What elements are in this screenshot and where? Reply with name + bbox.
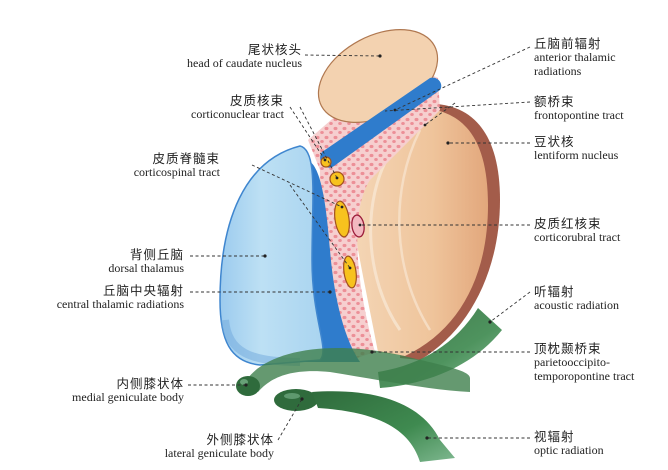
dorsal-thalamus [219, 145, 324, 366]
corticospinal-tract-lower [343, 255, 357, 289]
label-corticorubral: 皮质红核束 corticorubral tract [534, 216, 621, 245]
label-zh: 尾状核头 [247, 42, 302, 57]
label-zh: 背侧丘脑 [129, 247, 184, 262]
label-en: lateral geniculate body [164, 446, 274, 461]
label-zh: 皮质红核束 [534, 216, 602, 231]
label-zh: 皮质核束 [229, 93, 284, 108]
label-parietooccipito: 顶枕颞桥束 parietooccipito- temporopontine tr… [534, 341, 635, 384]
label-en: head of caudate nucleus [187, 56, 302, 71]
label-en: medial geniculate body [72, 390, 184, 405]
label-lentiform: 豆状核 lentiform nucleus [534, 134, 619, 163]
internal-capsule [308, 60, 440, 362]
label-corticonuclear: 皮质核束 corticonuclear tract [191, 93, 284, 122]
label-central-thalamic: 丘脑中央辐射 central thalamic radiations [56, 283, 184, 312]
label-optic: 视辐射 optic radiation [534, 429, 604, 458]
label-en-line1: parietooccipito- [534, 355, 610, 370]
label-zh: 顶枕颞桥束 [534, 341, 602, 356]
optic-radiation [312, 391, 455, 462]
label-corticospinal: 皮质脊髓束 corticospinal tract [133, 151, 220, 180]
medial-geniculate-body [236, 376, 260, 396]
label-zh: 丘脑前辐射 [534, 36, 602, 51]
lateral-geniculate-body [274, 389, 318, 411]
label-zh: 丘脑中央辐射 [102, 283, 184, 298]
label-head-of-caudate: 尾状核头 head of caudate nucleus [187, 42, 302, 71]
label-zh: 外侧膝状体 [206, 432, 274, 447]
label-medial-geniculate: 内侧膝状体 medial geniculate body [72, 376, 184, 405]
label-zh: 额桥束 [534, 94, 575, 109]
lentiform-lamina [369, 149, 402, 331]
label-en-line2: radiations [534, 64, 582, 79]
label-en-line2: temporopontine tract [534, 369, 635, 384]
label-lateral-geniculate: 外侧膝状体 lateral geniculate body [164, 432, 274, 461]
label-frontopontine: 额桥束 frontopontine tract [534, 94, 624, 123]
label-en: lentiform nucleus [534, 148, 619, 163]
label-zh: 视辐射 [534, 429, 575, 444]
label-zh: 豆状核 [534, 134, 575, 149]
lentiform-lamina [398, 129, 432, 331]
label-acoustic: 听辐射 acoustic radiation [534, 284, 619, 313]
label-en: optic radiation [534, 443, 604, 458]
anterior-thalamic-radiation [320, 77, 442, 168]
label-en: central thalamic radiations [56, 297, 184, 312]
lentiform-nucleus [350, 108, 488, 356]
label-en-line1: anterior thalamic [534, 50, 616, 65]
leader-lines [188, 46, 531, 441]
label-zh: 听辐射 [534, 284, 575, 299]
label-dorsal-thalamus: 背侧丘脑 dorsal thalamus [108, 247, 184, 276]
label-en: corticorubral tract [534, 230, 621, 245]
corticospinal-tract-upper [334, 200, 350, 238]
label-zh: 内侧膝状体 [116, 376, 184, 391]
label-en: corticospinal tract [133, 165, 220, 180]
label-en: frontopontine tract [534, 108, 624, 123]
highlight [284, 393, 300, 399]
label-en: dorsal thalamus [108, 261, 184, 276]
label-zh: 皮质脊髓束 [152, 151, 220, 166]
label-en: acoustic radiation [534, 298, 619, 313]
corticonuclear-tract-small [320, 156, 332, 168]
label-anterior-thalamic: 丘脑前辐射 anterior thalamic radiations [534, 36, 616, 79]
geniculate-arc [248, 348, 470, 392]
label-en: corticonuclear tract [191, 107, 284, 122]
